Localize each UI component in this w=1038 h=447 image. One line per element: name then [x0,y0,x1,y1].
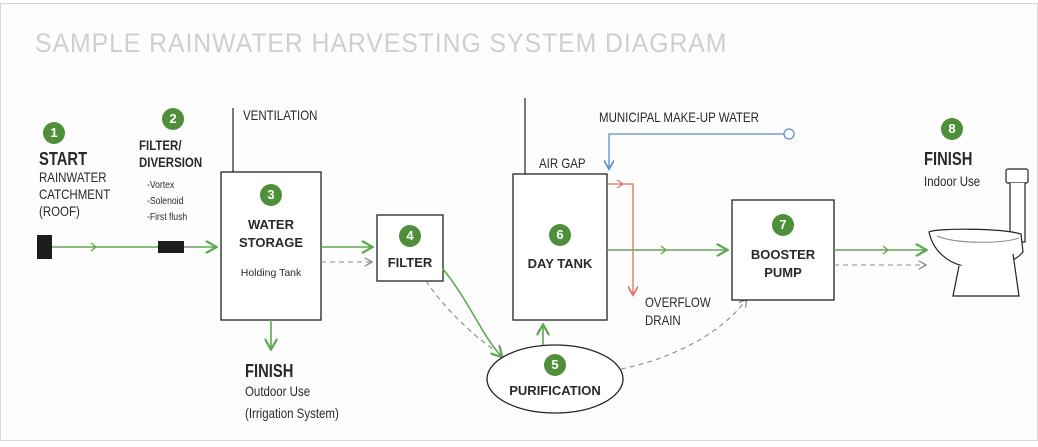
makeup-water-source-icon [783,128,795,140]
dashed-line-filter-to-purification [425,280,494,350]
step-2-option: -Solenoid [147,195,184,207]
booster-pump-label: BOOSTER [750,247,816,262]
roof-catchment-icon [37,235,52,259]
flow-line-filter-to-purification [442,268,501,356]
flow-lines [37,98,1029,414]
step-1-line: (ROOF) [39,203,80,219]
step-2-heading: DIVERSION [139,154,203,170]
overflow-drain-line [607,183,633,294]
purification-unit [486,344,624,414]
step-1-heading: START [39,149,88,169]
step-4-badge: 4 [399,225,421,247]
diagram-canvas: SAMPLE RAINWATER HARVESTING SYSTEM DIAGR… [0,3,1038,441]
indoor-finish-heading: FINISH [924,149,973,169]
step-7-badge: 7 [772,214,794,236]
outdoor-finish-heading: FINISH [245,361,294,381]
overflow-label: OVERFLOW [645,294,711,310]
step-2-option: -First flush [147,211,188,223]
holding-tank-label: Holding Tank [240,267,302,279]
flow-arrow [882,245,890,255]
water-storage-label: WATER [248,217,294,232]
step-6-badge: 6 [549,224,571,246]
day-tank [512,173,608,321]
dashed-line-purification-to-pump [620,300,746,370]
makeup-water-line [609,133,784,168]
air-gap-label: AIR GAP [539,155,586,171]
ventilation-label: VENTILATION [243,107,318,123]
flow-arrow [660,245,668,255]
outdoor-use-label: Outdoor Use [245,383,311,399]
indoor-use-label: Indoor Use [924,173,981,189]
step-1-line: CATCHMENT [39,186,111,202]
toilet-icon [928,168,1029,297]
step-2-heading: FILTER/ [139,137,182,153]
step-2-badge: 2 [162,108,184,130]
step-8-badge: 8 [941,118,963,140]
makeup-water-label: MUNICIPAL MAKE-UP WATER [599,109,759,125]
water-storage-label: STORAGE [238,235,304,250]
step-1-badge: 1 [43,122,65,144]
diagram-title: SAMPLE RAINWATER HARVESTING SYSTEM DIAGR… [35,28,728,58]
step-1-line: RAINWATER [39,169,107,185]
irrigation-label: (Irrigation System) [245,405,339,421]
drain-label: DRAIN [645,312,681,328]
step-5-badge: 5 [544,354,566,376]
day-tank-label: DAY TANK [527,256,593,271]
step-3-badge: 3 [260,184,282,206]
filter-label: FILTER [387,255,433,270]
purification-label: PURIFICATION [509,383,601,398]
overflow-arrow [616,179,625,189]
step-2-option: -Vortex [147,179,175,191]
booster-pump-label: PUMP [764,265,802,280]
flow-arrow [90,242,98,252]
diversion-filter-icon [158,241,184,253]
